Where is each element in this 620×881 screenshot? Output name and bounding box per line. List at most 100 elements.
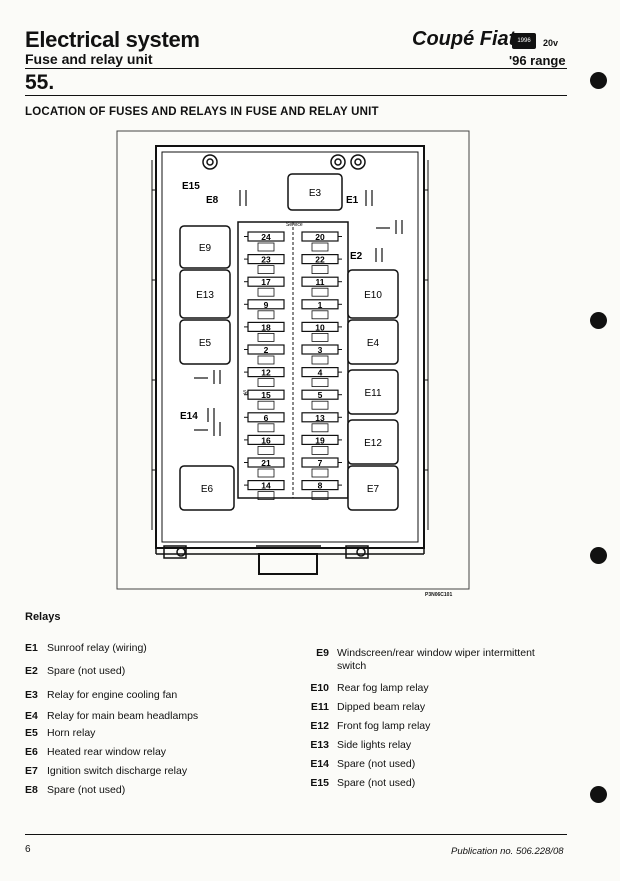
relay-e5: E5: [179, 319, 231, 365]
header-rule-lower: [25, 95, 567, 96]
fuse-label: 20: [315, 232, 325, 242]
section-title: LOCATION OF FUSES AND RELAYS IN FUSE AND…: [25, 106, 379, 118]
relay-e15: E15: [182, 181, 200, 192]
fuse-21: 21: [244, 457, 285, 478]
relay-label: E7: [367, 484, 380, 495]
fuse-6: 6: [244, 412, 285, 433]
fuse-label: 4: [318, 368, 323, 378]
plug-symbols: [194, 220, 403, 436]
relay-e7: E7: [347, 465, 399, 511]
service-label: Service: [286, 222, 303, 228]
relay-e4: E4: [347, 319, 399, 365]
fuse-label: 6: [264, 413, 269, 423]
fuse-label: 8: [318, 481, 323, 491]
bottom-connector: [155, 545, 425, 575]
diagram-frame: [116, 130, 470, 590]
fuse-label: 22: [315, 255, 325, 265]
fuse-20: 20: [301, 231, 342, 252]
fuse-7: 7: [301, 457, 342, 478]
fuse-13: 13: [301, 412, 342, 433]
fuse-label: 14: [261, 481, 271, 491]
relay-label: E5: [199, 338, 212, 349]
fuse-19: 19: [301, 434, 342, 455]
side-ribs: [151, 160, 429, 530]
fuse-label: 7: [318, 458, 323, 468]
fuse-label: 2: [264, 345, 269, 355]
relay-e11: E11: [347, 369, 399, 415]
diagram-code-label: P3N06C101: [425, 592, 453, 598]
fuse-12: 12: [244, 367, 285, 388]
fuse-22: 22: [301, 253, 342, 275]
range-label: '96 range: [509, 53, 566, 68]
fuse-label: 11: [316, 277, 325, 287]
fuse-label: 1: [318, 300, 323, 310]
punch-hole: [590, 312, 607, 329]
fuse-23: 23: [244, 253, 285, 275]
relay-label: E15: [182, 181, 200, 192]
fuse-4: 4: [301, 367, 342, 388]
relay-e13: E13: [179, 269, 231, 319]
relay-e9: E9: [179, 225, 231, 269]
fuse-1: 1: [301, 299, 342, 320]
fuse-label: 16: [261, 435, 271, 445]
fuse-label: 17: [261, 277, 271, 287]
publication-number: Publication no. 506.228/08: [451, 846, 564, 857]
relay-label: E11: [364, 388, 381, 399]
relay-e3: E3: [287, 173, 343, 211]
punch-hole: [590, 786, 607, 803]
fuse-2: 2: [244, 344, 285, 365]
year-badge: 1996: [512, 33, 536, 49]
fuse-label: 12: [261, 368, 271, 378]
fuse-10: 10: [301, 321, 342, 342]
brand-name: Coupé Fiat: [412, 28, 516, 50]
relay-label: E13: [196, 290, 214, 301]
relay-e6: E6: [179, 465, 235, 511]
relay-label: E3: [309, 188, 322, 199]
fuse-label: 3: [318, 345, 323, 355]
relay-label: E8: [206, 195, 219, 206]
fuse-label: 5: [318, 390, 323, 400]
relay-label: E12: [364, 438, 382, 449]
fuse-label: 13: [315, 413, 325, 423]
fuse-label: 18: [261, 322, 271, 332]
relay-e2: E2: [350, 248, 383, 262]
relay-label: E2: [350, 251, 363, 262]
fuse-label: 21: [261, 458, 271, 468]
fuse-label: 15: [261, 390, 271, 400]
mount-holes: [202, 154, 366, 170]
section-number: 55.: [25, 71, 55, 94]
relay-label: E14: [180, 411, 198, 422]
fuse-label: 23: [261, 255, 271, 265]
fuse-5: 5: [301, 389, 342, 410]
punch-hole: [590, 72, 607, 89]
header-rule: [25, 68, 567, 69]
page-subtitle: Fuse and relay unit: [25, 51, 153, 67]
fuse-18: 18: [244, 321, 285, 342]
relays-heading: Relays: [25, 611, 61, 623]
fuse-9: 9: [244, 299, 285, 320]
relay-e10: E10: [347, 269, 399, 319]
page-title: Electrical system: [25, 27, 200, 52]
relay-label: E4: [367, 338, 380, 349]
fuse-label: 24: [261, 232, 271, 242]
relay-e12: E12: [347, 419, 399, 465]
relay-label: E9: [199, 243, 212, 254]
punch-hole: [590, 547, 607, 564]
relay-e8: E8: [206, 190, 247, 206]
fuse-label: 10: [315, 322, 325, 332]
fuse-24: 24: [244, 231, 285, 252]
fuse-15: 15: [244, 389, 285, 410]
relay-e14: E14: [180, 408, 215, 422]
relay-e1: E1: [346, 190, 373, 206]
relay-label: E6: [201, 484, 214, 495]
